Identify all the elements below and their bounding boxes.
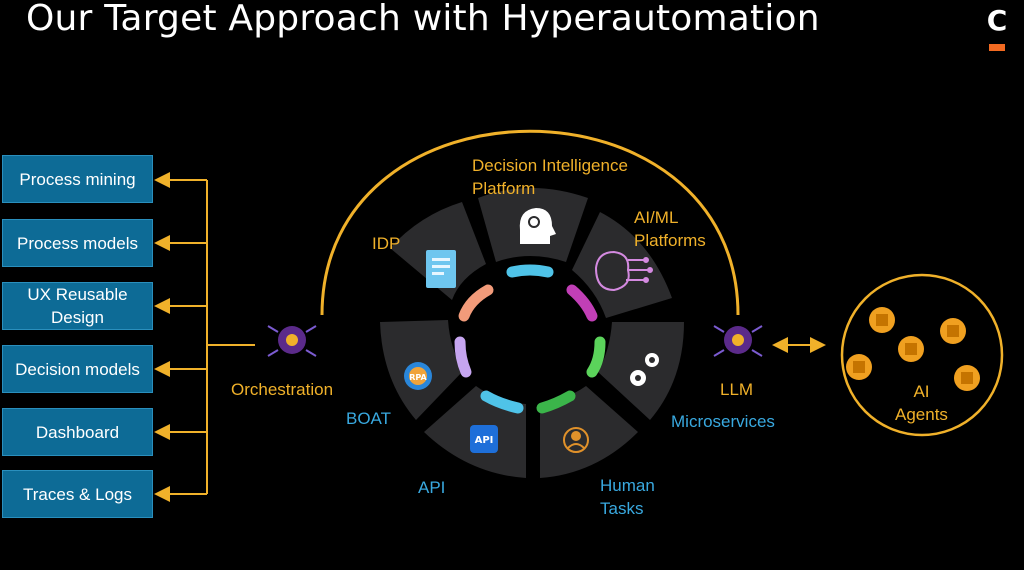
button-label: UX Reusable Design <box>27 285 128 327</box>
api-label: API <box>418 478 446 497</box>
left-connector <box>154 172 255 502</box>
api-chip-icon: API <box>470 425 498 453</box>
ai-agents-circle <box>840 273 1004 437</box>
logo-letter: C <box>986 4 1008 37</box>
button-label: Traces & Logs <box>23 484 132 504</box>
agent-chip-icons <box>846 307 980 391</box>
llm-label: LLM <box>720 380 754 399</box>
button-label: Process mining <box>19 169 136 189</box>
inner-ring <box>454 264 606 414</box>
person-network-icon <box>563 427 589 453</box>
microservices-label: Microservices <box>671 412 775 431</box>
logo-accent-bar <box>989 44 1005 51</box>
chip-icon <box>869 307 895 333</box>
chip-icon <box>846 354 872 380</box>
human-tasks-label: Human Tasks <box>600 476 655 518</box>
svg-text:API: API <box>475 435 494 446</box>
chip-icon <box>954 365 980 391</box>
gear-network-icon-llm <box>713 325 763 357</box>
brand-logo: C <box>985 4 1009 56</box>
segment-aiml <box>572 212 672 318</box>
brain-circuit-icon <box>594 250 653 292</box>
chip-icon <box>898 336 924 362</box>
segment-human-tasks <box>540 386 638 478</box>
button-traces-logs[interactable]: Traces & Logs <box>2 470 153 518</box>
gears-icon <box>630 353 659 386</box>
ring-piece-bottom-right <box>536 390 576 414</box>
svg-text:RPA: RPA <box>409 373 427 382</box>
button-label: Process models <box>17 233 138 253</box>
button-ux-reusable-design[interactable]: UX Reusable Design <box>2 282 153 330</box>
button-decision-models[interactable]: Decision models <box>2 345 153 393</box>
button-label: Dashboard <box>35 422 120 442</box>
head-lightbulb-icon <box>519 208 556 244</box>
chip-icon <box>940 318 966 344</box>
page-title: Our Target Approach with Hyperautomation <box>26 0 820 39</box>
ring-piece-top-right <box>566 284 598 322</box>
button-process-models[interactable]: Process models <box>2 219 153 267</box>
aiml-platforms-label: AI/ML Platforms <box>634 208 706 250</box>
button-label: Decision models <box>15 359 140 379</box>
ring-piece-top-left <box>458 284 494 322</box>
button-process-mining[interactable]: Process mining <box>2 155 153 203</box>
button-dashboard[interactable]: Dashboard <box>2 408 153 456</box>
orchestration-label: Orchestration <box>231 380 334 399</box>
idp-label: IDP <box>372 234 401 253</box>
decision-intelligence-label: Decision Intelligence Platform <box>472 156 628 198</box>
ring-piece-left <box>454 336 472 378</box>
orchestration-llm-arc <box>320 129 740 316</box>
ring-piece-right <box>586 336 606 378</box>
ring-piece-bottom <box>480 390 524 414</box>
ai-agents-label: AI Agents <box>895 382 948 424</box>
ring-piece-top <box>506 264 554 278</box>
rpa-gear-icon: RPA <box>404 362 432 390</box>
gear-network-icon-orchestration <box>267 325 317 357</box>
boat-label: BOAT <box>346 409 392 428</box>
document-icon <box>426 250 456 288</box>
